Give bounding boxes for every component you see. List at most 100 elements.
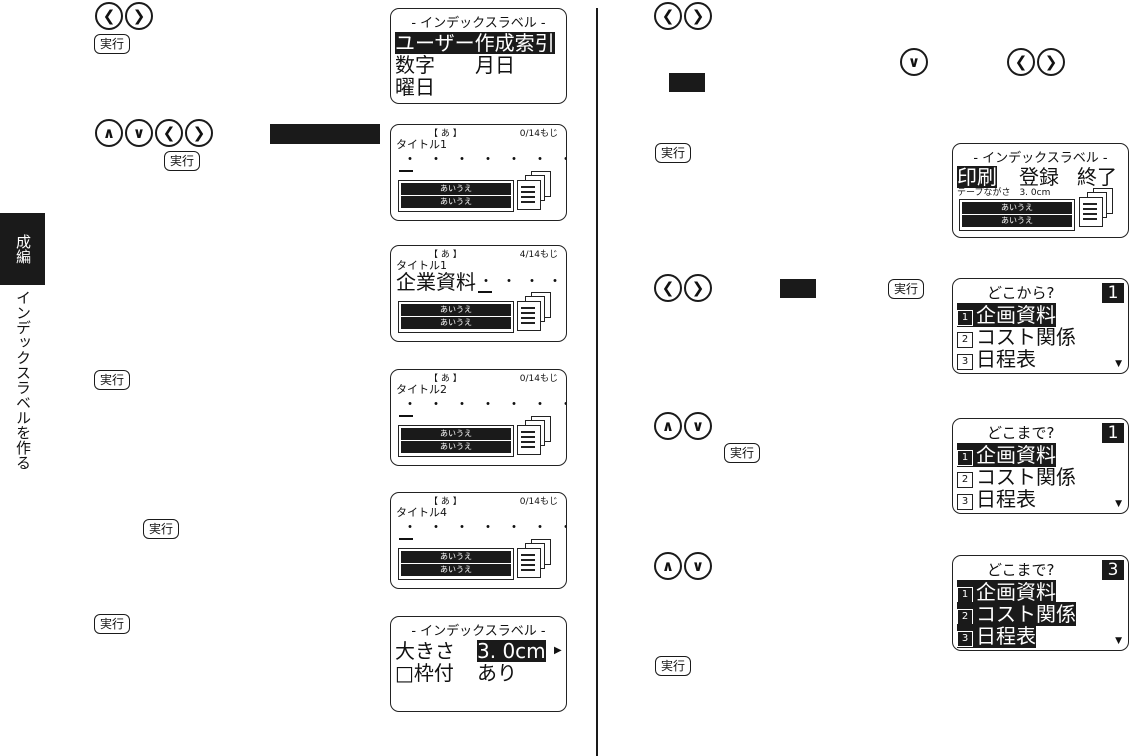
tape-preview-text: あいうえ (401, 304, 511, 316)
tape-preview: あいうえ あいうえ (398, 301, 514, 333)
lcd-screen-print-menu: - インデックスラベル - 印刷 登録 終了 テープながさ 3. 0cm あいう… (952, 143, 1129, 238)
left-right-keys: ❮ ❯ (95, 2, 153, 30)
tape-preview: あいうえ あいうえ (398, 548, 514, 580)
title-label: タイトル2 (396, 383, 447, 396)
char-count: 0/14もじ (519, 374, 558, 384)
scroll-down-icon: ▼ (1115, 636, 1122, 646)
up-arrow-key-icon[interactable]: ∧ (654, 552, 682, 580)
tape-preview: あいうえ あいうえ (398, 180, 514, 212)
screen-header: - インデックスラベル - (411, 16, 546, 31)
left-arrow-key-icon[interactable]: ❮ (155, 119, 183, 147)
page-number: 1 (1102, 423, 1124, 443)
right-arrow-key-icon[interactable]: ❯ (125, 2, 153, 30)
down-key: ∨ (900, 48, 928, 76)
frame-value: あり (477, 661, 517, 685)
exec-key[interactable]: 実行 (724, 443, 761, 463)
exec-key[interactable]: 実行 (94, 614, 131, 634)
menu-item: 数字 月日 (395, 53, 515, 77)
size-label: 大きさ (395, 639, 455, 663)
menu-item: 曜日 (395, 75, 435, 99)
redacted-block (270, 124, 380, 144)
up-down-keys: ∧ ∨ (654, 412, 712, 440)
scroll-down-icon: ▼ (1115, 499, 1122, 509)
char-count: 4/14もじ (519, 250, 558, 260)
title-label: タイトル1 (396, 138, 447, 151)
left-arrow-key-icon[interactable]: ❮ (654, 2, 682, 30)
lcd-screen-title4-empty: 【 あ 】 0/14もじ タイトル4 ・・・・・・・・ あいうえ あいうえ (390, 492, 567, 589)
screen-header: - インデックスラベル - (411, 624, 546, 639)
up-arrow-key-icon[interactable]: ∧ (95, 119, 123, 147)
tape-preview-text: あいうえ (401, 428, 511, 440)
lcd-screen-size-frame: - インデックスラベル - 大きさ 3. 0cm ▶ □枠付 あり (390, 616, 567, 712)
right-arrow-key-icon[interactable]: ❯ (684, 274, 712, 302)
section-tab: ラベル作成編 (0, 213, 77, 285)
lcd-screen-title2-empty: 【 あ 】 0/14もじ タイトル2 ・・・・・・・・ あいうえ あいうえ (390, 369, 567, 466)
prompt-title: どこから? (987, 284, 1055, 302)
prompt-title: どこまで? (987, 424, 1055, 442)
page-number: 3 (1102, 560, 1124, 580)
title-label: タイトル1 (396, 259, 447, 272)
down-arrow-key-icon[interactable]: ∨ (900, 48, 928, 76)
exec-key[interactable]: 実行 (94, 34, 131, 54)
input-placeholder-dots: ・・・・ (479, 274, 567, 290)
tape-preview-text: あいうえ (401, 441, 511, 453)
tape-preview-text: あいうえ (401, 183, 511, 195)
down-arrow-key-icon[interactable]: ∨ (684, 412, 712, 440)
exec-key[interactable]: 実行 (94, 370, 131, 390)
frame-label: □枠付 (395, 661, 454, 685)
input-mode-indicator: 【 あ 】 (429, 250, 462, 260)
entered-text: 企業資料 (396, 270, 476, 294)
tape-preview-text: あいうえ (962, 215, 1072, 227)
right-triangle-icon: ▶ (554, 645, 562, 656)
left-right-keys: ❮ ❯ (654, 274, 712, 302)
tape-preview-text: あいうえ (962, 202, 1072, 214)
section-tab-label: ラベル作成編 (14, 219, 77, 279)
title-label: タイトル4 (396, 506, 447, 519)
tape-preview-text: あいうえ (401, 317, 511, 329)
page-number: 1 (1102, 283, 1124, 303)
lcd-screen-index-type: - インデックスラベル - ユーザー作成索引 数字 月日 曜日 (390, 8, 567, 104)
input-placeholder-dots: ・・・・・・・・ (403, 152, 566, 168)
up-arrow-key-icon[interactable]: ∧ (654, 412, 682, 440)
tape-preview-text: あいうえ (401, 551, 511, 563)
char-count: 0/14もじ (519, 497, 558, 507)
down-arrow-key-icon[interactable]: ∨ (125, 119, 153, 147)
left-arrow-key-icon[interactable]: ❮ (654, 274, 682, 302)
exec-key[interactable]: 実行 (164, 151, 201, 171)
screen-header: - インデックスラベル - (973, 151, 1108, 166)
exec-key[interactable]: 実行 (655, 656, 692, 676)
lcd-screen-title1-filled: 【 あ 】 4/14もじ タイトル1 企業資料 ・・・・ あいうえ あいうえ (390, 245, 567, 342)
left-arrow-key-icon[interactable]: ❮ (1007, 48, 1035, 76)
prompt-title: どこまで? (987, 561, 1055, 579)
exec-key[interactable]: 実行 (655, 143, 692, 163)
text-cursor (478, 291, 492, 293)
tape-preview: あいうえ あいうえ (398, 425, 514, 457)
left-right-keys: ❮ ❯ (654, 2, 712, 30)
text-cursor (399, 170, 413, 172)
column-divider (596, 8, 598, 756)
down-arrow-key-icon[interactable]: ∨ (684, 552, 712, 580)
left-arrow-key-icon[interactable]: ❮ (95, 2, 123, 30)
scroll-down-icon: ▼ (1115, 359, 1122, 369)
exec-key[interactable]: 実行 (888, 279, 925, 299)
right-arrow-key-icon[interactable]: ❯ (684, 2, 712, 30)
right-arrow-key-icon[interactable]: ❯ (185, 119, 213, 147)
right-arrow-key-icon[interactable]: ❯ (1037, 48, 1065, 76)
exec-key[interactable]: 実行 (143, 519, 180, 539)
char-count: 0/14もじ (519, 129, 558, 139)
four-direction-keys: ∧ ∨ ❮ ❯ (95, 119, 213, 147)
tape-preview-text: あいうえ (401, 564, 511, 576)
input-placeholder-dots: ・・・・・・・・ (403, 397, 566, 413)
input-placeholder-dots: ・・・・・・・・ (403, 520, 566, 536)
menu-item-selected: ユーザー作成索引 (395, 31, 555, 55)
up-down-keys: ∧ ∨ (654, 552, 712, 580)
